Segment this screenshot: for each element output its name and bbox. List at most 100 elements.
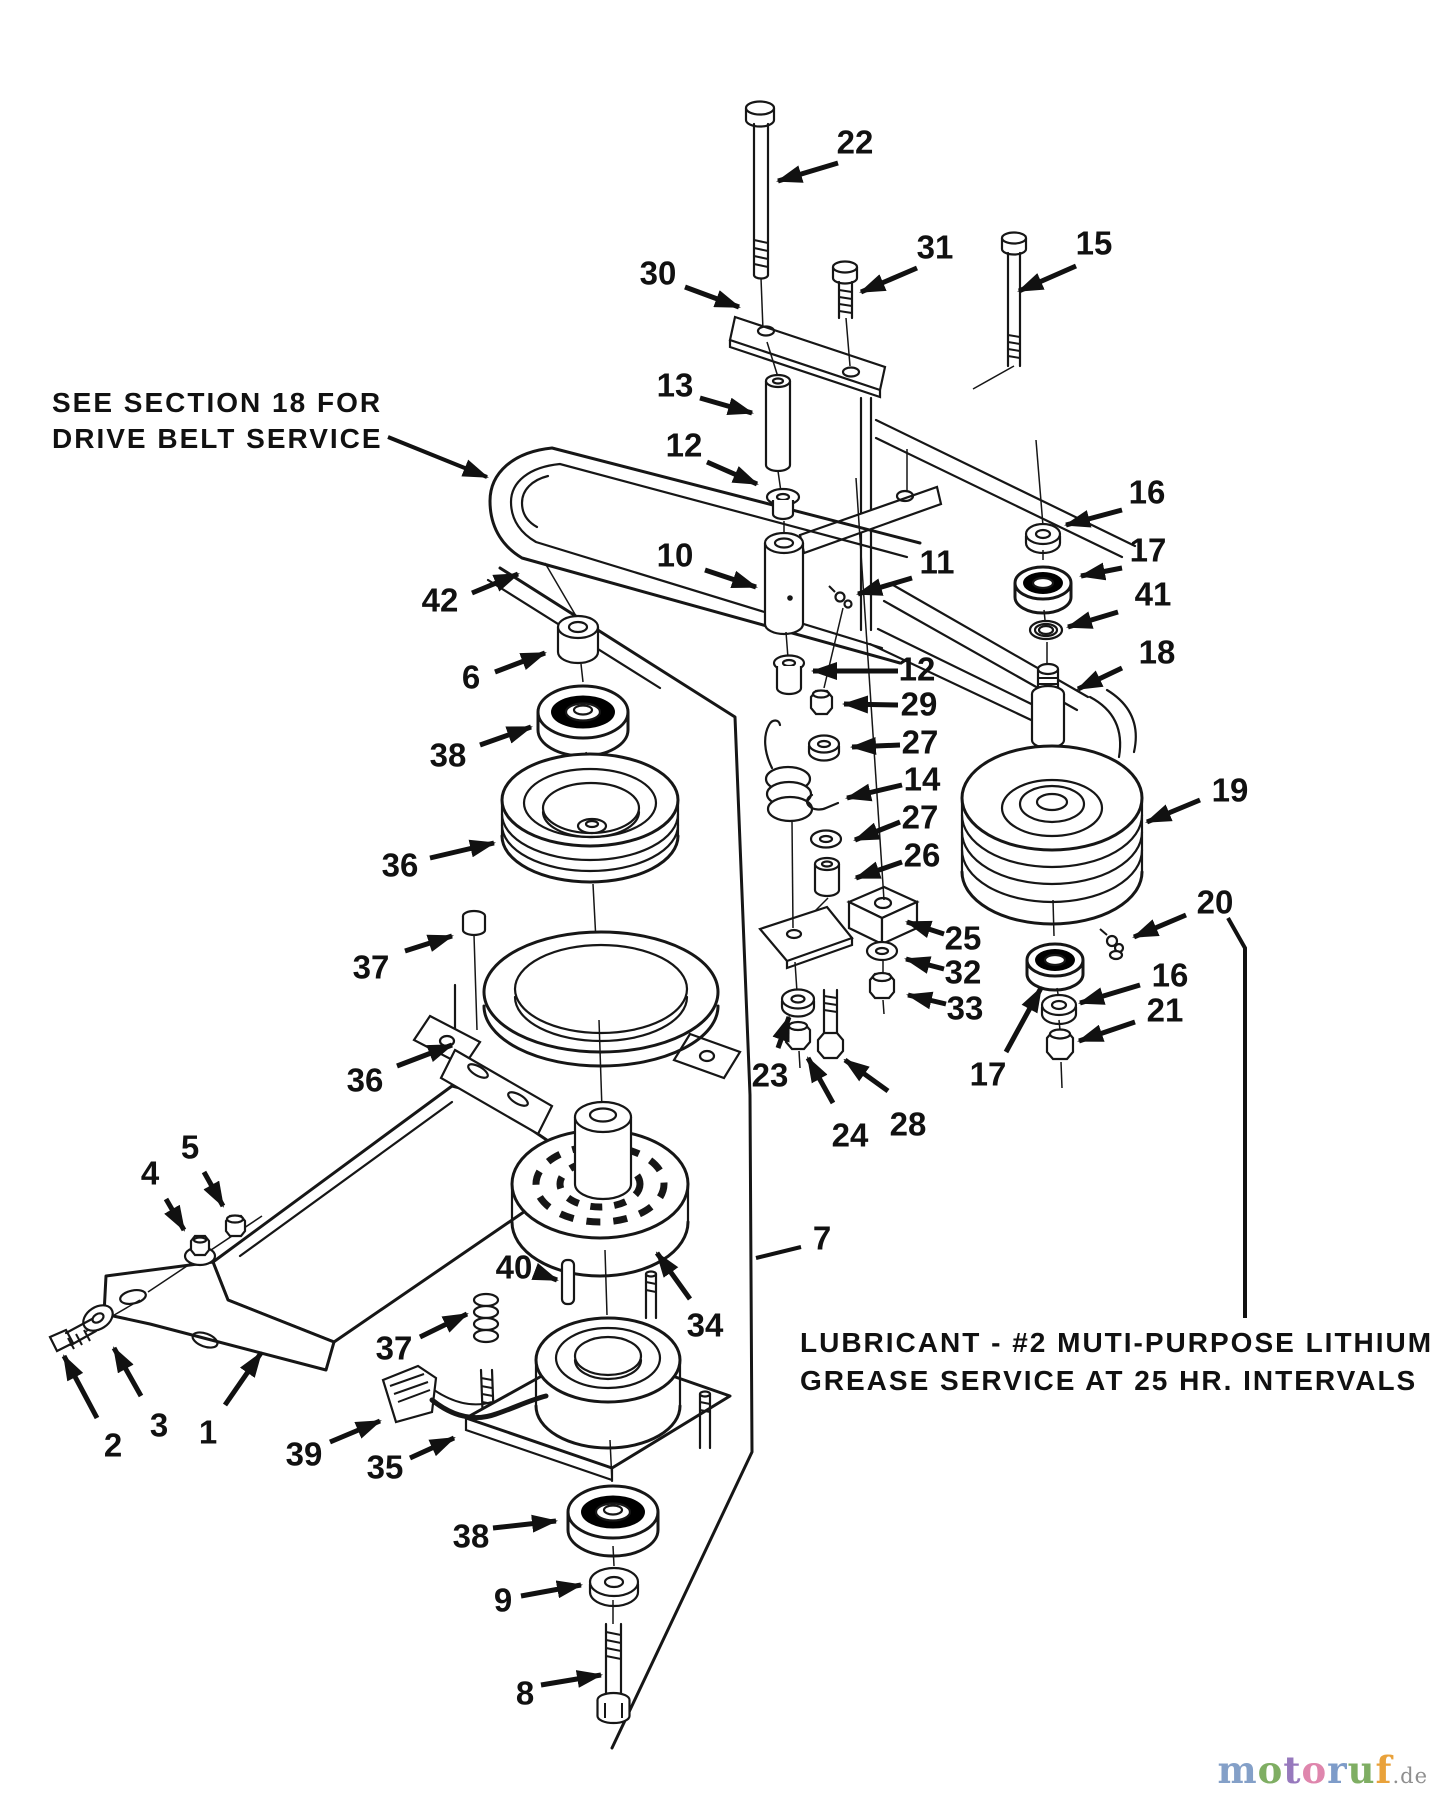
callout-arrow-15 xyxy=(1017,263,1078,294)
callout-label-30: 30 xyxy=(640,255,677,292)
callout-label-37: 37 xyxy=(376,1330,413,1367)
callout-label-12: 12 xyxy=(666,427,703,464)
callout-label-27: 27 xyxy=(902,724,939,761)
note-lubricant-line2: GREASE SERVICE AT 25 HR. INTERVALS xyxy=(800,1365,1417,1396)
callout-arrow-2 xyxy=(61,1354,100,1420)
watermark-letter: u xyxy=(1347,1748,1376,1792)
callout-label-6: 6 xyxy=(462,659,480,696)
callout-arrow-14 xyxy=(845,782,903,802)
callout-label-34: 34 xyxy=(687,1307,724,1344)
callout-label-14: 14 xyxy=(904,761,941,798)
callout-label-18: 18 xyxy=(1139,634,1176,671)
callout-arrow-10 xyxy=(704,567,758,590)
callout-arrow-18 xyxy=(1076,665,1124,692)
lower-bearing-stack xyxy=(566,1484,660,1725)
callout-label-25: 25 xyxy=(945,920,982,957)
callout-label-20: 20 xyxy=(1197,884,1234,921)
callout-arrow-41 xyxy=(1066,609,1119,630)
watermark-logo[interactable]: motoruf.de xyxy=(1218,1748,1429,1792)
callout-label-1: 1 xyxy=(199,1414,217,1451)
callout-arrow-37 xyxy=(404,933,454,954)
callout-arrow-33 xyxy=(906,991,947,1010)
right-spindle-stack xyxy=(960,439,1144,1089)
callout-label-41: 41 xyxy=(1135,576,1172,613)
callout-label-3: 3 xyxy=(150,1407,168,1444)
leader-line-0 xyxy=(387,435,489,479)
callout-arrow-21 xyxy=(1077,1019,1136,1044)
callout-arrow-3 xyxy=(111,1346,144,1398)
callout-arrow-17 xyxy=(1079,562,1123,581)
callout-arrow-29 xyxy=(842,695,899,714)
idler-pulley-stack xyxy=(412,562,742,1111)
callout-label-22: 22 xyxy=(837,124,874,161)
callout-label-2: 2 xyxy=(104,1427,122,1464)
callout-arrow-22 xyxy=(776,160,839,184)
watermark-letter: m xyxy=(1217,1748,1258,1792)
callout-arrow-12 xyxy=(705,459,759,487)
callout-arrow-40 xyxy=(531,1263,559,1283)
callout-label-4: 4 xyxy=(141,1155,160,1192)
watermark-letter: t xyxy=(1283,1748,1302,1792)
callout-label-5: 5 xyxy=(181,1129,199,1166)
callout-arrow-31 xyxy=(859,265,918,295)
arm-mount-fasteners xyxy=(48,1214,247,1353)
callout-arrow-11 xyxy=(856,575,913,597)
callout-leader-7 xyxy=(755,1245,802,1260)
callout-arrow-38 xyxy=(492,1514,558,1533)
callout-label-29: 29 xyxy=(901,686,938,723)
callout-arrow-39 xyxy=(329,1418,382,1445)
callout-label-7: 7 xyxy=(813,1220,831,1257)
callout-arrow-25 xyxy=(905,919,945,938)
callout-arrow-37 xyxy=(418,1311,469,1340)
callout-label-42: 42 xyxy=(422,582,459,619)
callout-arrow-8 xyxy=(540,1670,603,1688)
callout-label-21: 21 xyxy=(1147,992,1184,1029)
note-belt-service-line1: SEE SECTION 18 FOR xyxy=(52,387,382,418)
leader-line-1 xyxy=(1226,917,1247,1318)
callout-label-24: 24 xyxy=(832,1117,869,1154)
callout-arrow-24 xyxy=(805,1056,836,1105)
callout-label-33: 33 xyxy=(947,990,984,1027)
callout-arrow-20 xyxy=(1132,912,1187,940)
callout-arrow-38 xyxy=(479,724,533,748)
callout-label-13: 13 xyxy=(657,367,694,404)
watermark-letter: o xyxy=(1257,1748,1284,1792)
watermark-word: motoruf xyxy=(1218,1748,1393,1792)
watermark-letter: r xyxy=(1327,1748,1348,1792)
callout-label-32: 32 xyxy=(945,954,982,991)
callout-label-10: 10 xyxy=(657,537,694,574)
watermark-letter: o xyxy=(1301,1748,1328,1792)
callout-arrow-36 xyxy=(396,1042,454,1069)
note-lubricant-line1: LUBRICANT - #2 MUTI-PURPOSE LITHIUM xyxy=(800,1327,1433,1358)
callout-label-19: 19 xyxy=(1212,772,1249,809)
callout-arrow-28 xyxy=(843,1057,890,1094)
callout-arrow-17 xyxy=(1003,986,1044,1054)
callout-label-35: 35 xyxy=(367,1449,404,1486)
callout-arrow-27 xyxy=(853,819,901,843)
callout-label-39: 39 xyxy=(286,1436,323,1473)
callout-arrow-19 xyxy=(1145,797,1201,825)
callout-arrow-42 xyxy=(471,571,520,596)
callout-arrow-27 xyxy=(850,737,901,755)
callout-label-37: 37 xyxy=(353,949,390,986)
callout-arrow-4 xyxy=(163,1197,187,1232)
clutch-rotor xyxy=(472,1100,690,1426)
callout-arrow-16 xyxy=(1064,507,1123,528)
callout-arrow-35 xyxy=(408,1435,456,1461)
callout-label-17: 17 xyxy=(1130,532,1167,569)
field-coil-assembly xyxy=(381,1270,732,1483)
callout-label-16: 16 xyxy=(1152,957,1189,994)
watermark-letter: f xyxy=(1375,1748,1393,1792)
callout-arrow-13 xyxy=(699,395,754,416)
callout-label-36: 36 xyxy=(382,847,419,884)
note-belt-service-line2: DRIVE BELT SERVICE xyxy=(52,423,383,454)
callout-arrow-26 xyxy=(854,859,903,881)
callout-label-16: 16 xyxy=(1129,474,1166,511)
callout-arrow-9 xyxy=(520,1580,583,1599)
idler-arm-bracket xyxy=(102,1048,590,1372)
callout-label-23: 23 xyxy=(752,1057,789,1094)
callout-label-12: 12 xyxy=(899,651,936,688)
callout-label-8: 8 xyxy=(516,1675,534,1712)
